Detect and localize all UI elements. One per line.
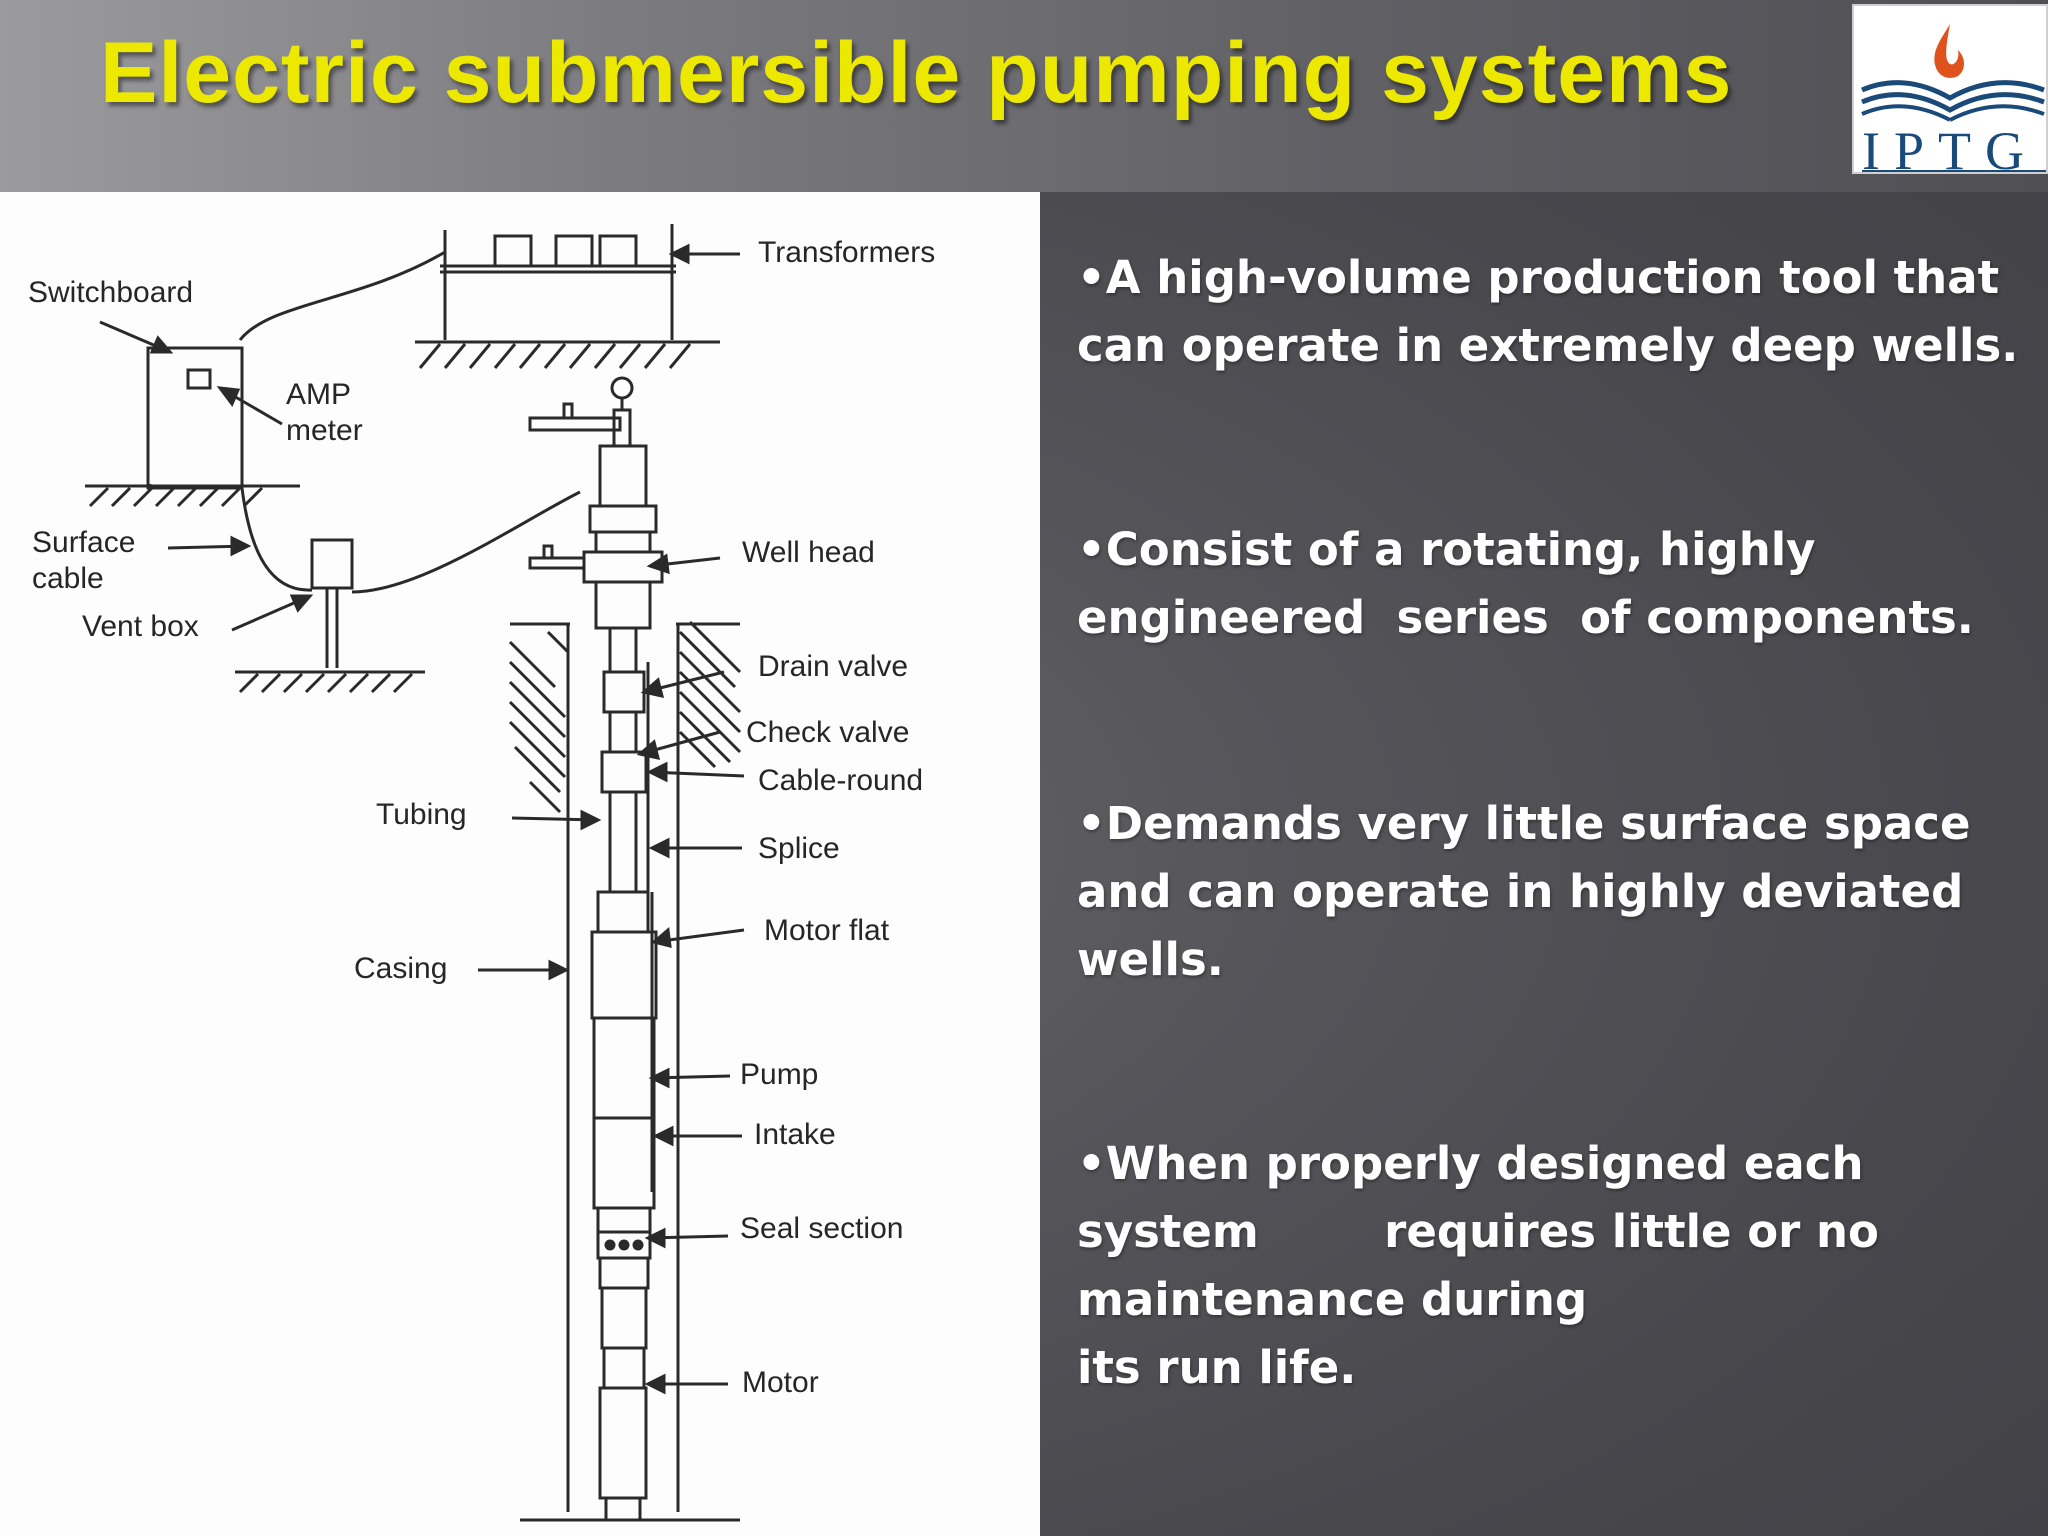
bullet-item: •A high-volume production tool that can … bbox=[1077, 251, 2019, 372]
label-amp-meter-line2: meter bbox=[286, 414, 363, 447]
esp-diagram: Transformers Switchboard AMP meter Surfa… bbox=[0, 192, 1040, 1536]
wellhead-drawing bbox=[528, 376, 664, 630]
bullet-item: •When properly designed each system requ… bbox=[1077, 1137, 1879, 1394]
label-intake: Intake bbox=[754, 1118, 836, 1151]
logo-text: IPTG bbox=[1862, 121, 2038, 174]
label-motor-flat: Motor flat bbox=[764, 914, 890, 947]
iptg-logo: IPTG bbox=[1852, 4, 2048, 174]
label-tubing: Tubing bbox=[376, 798, 467, 831]
label-arrows bbox=[99, 243, 745, 1395]
label-cable-round: Cable-round bbox=[758, 764, 924, 797]
label-seal-section: Seal section bbox=[740, 1212, 904, 1245]
bullet-item: •Consist of a rotating, highly engineere… bbox=[1077, 523, 1974, 644]
label-amp-meter-line1: AMP bbox=[286, 378, 352, 411]
label-transformers: Transformers bbox=[758, 236, 936, 269]
slide-header: Electric submersible pumping systems IPT… bbox=[0, 0, 2048, 192]
label-well-head: Well head bbox=[742, 536, 875, 569]
slide-title: Electric submersible pumping systems bbox=[100, 25, 1733, 121]
switchboard-drawing bbox=[85, 346, 300, 508]
label-motor: Motor bbox=[742, 1366, 819, 1399]
label-splice: Splice bbox=[758, 832, 840, 865]
label-drain-valve: Drain valve bbox=[758, 650, 909, 683]
label-switchboard: Switchboard bbox=[28, 276, 194, 309]
vent-box-drawing bbox=[235, 538, 425, 694]
logo-underline bbox=[1862, 170, 2046, 172]
transformers-drawing bbox=[415, 224, 720, 369]
bullet-item: •Demands very little surface space and c… bbox=[1077, 797, 1971, 986]
label-surface-cable-line2: cable bbox=[32, 562, 104, 595]
label-check-valve: Check valve bbox=[746, 716, 910, 749]
label-casing: Casing bbox=[354, 952, 448, 985]
logo-emblem-icon bbox=[1861, 24, 2045, 122]
label-pump: Pump bbox=[740, 1058, 819, 1091]
label-vent-box: Vent box bbox=[82, 610, 199, 643]
label-surface-cable-line1: Surface bbox=[32, 526, 136, 559]
esp-schematic bbox=[85, 224, 745, 1522]
